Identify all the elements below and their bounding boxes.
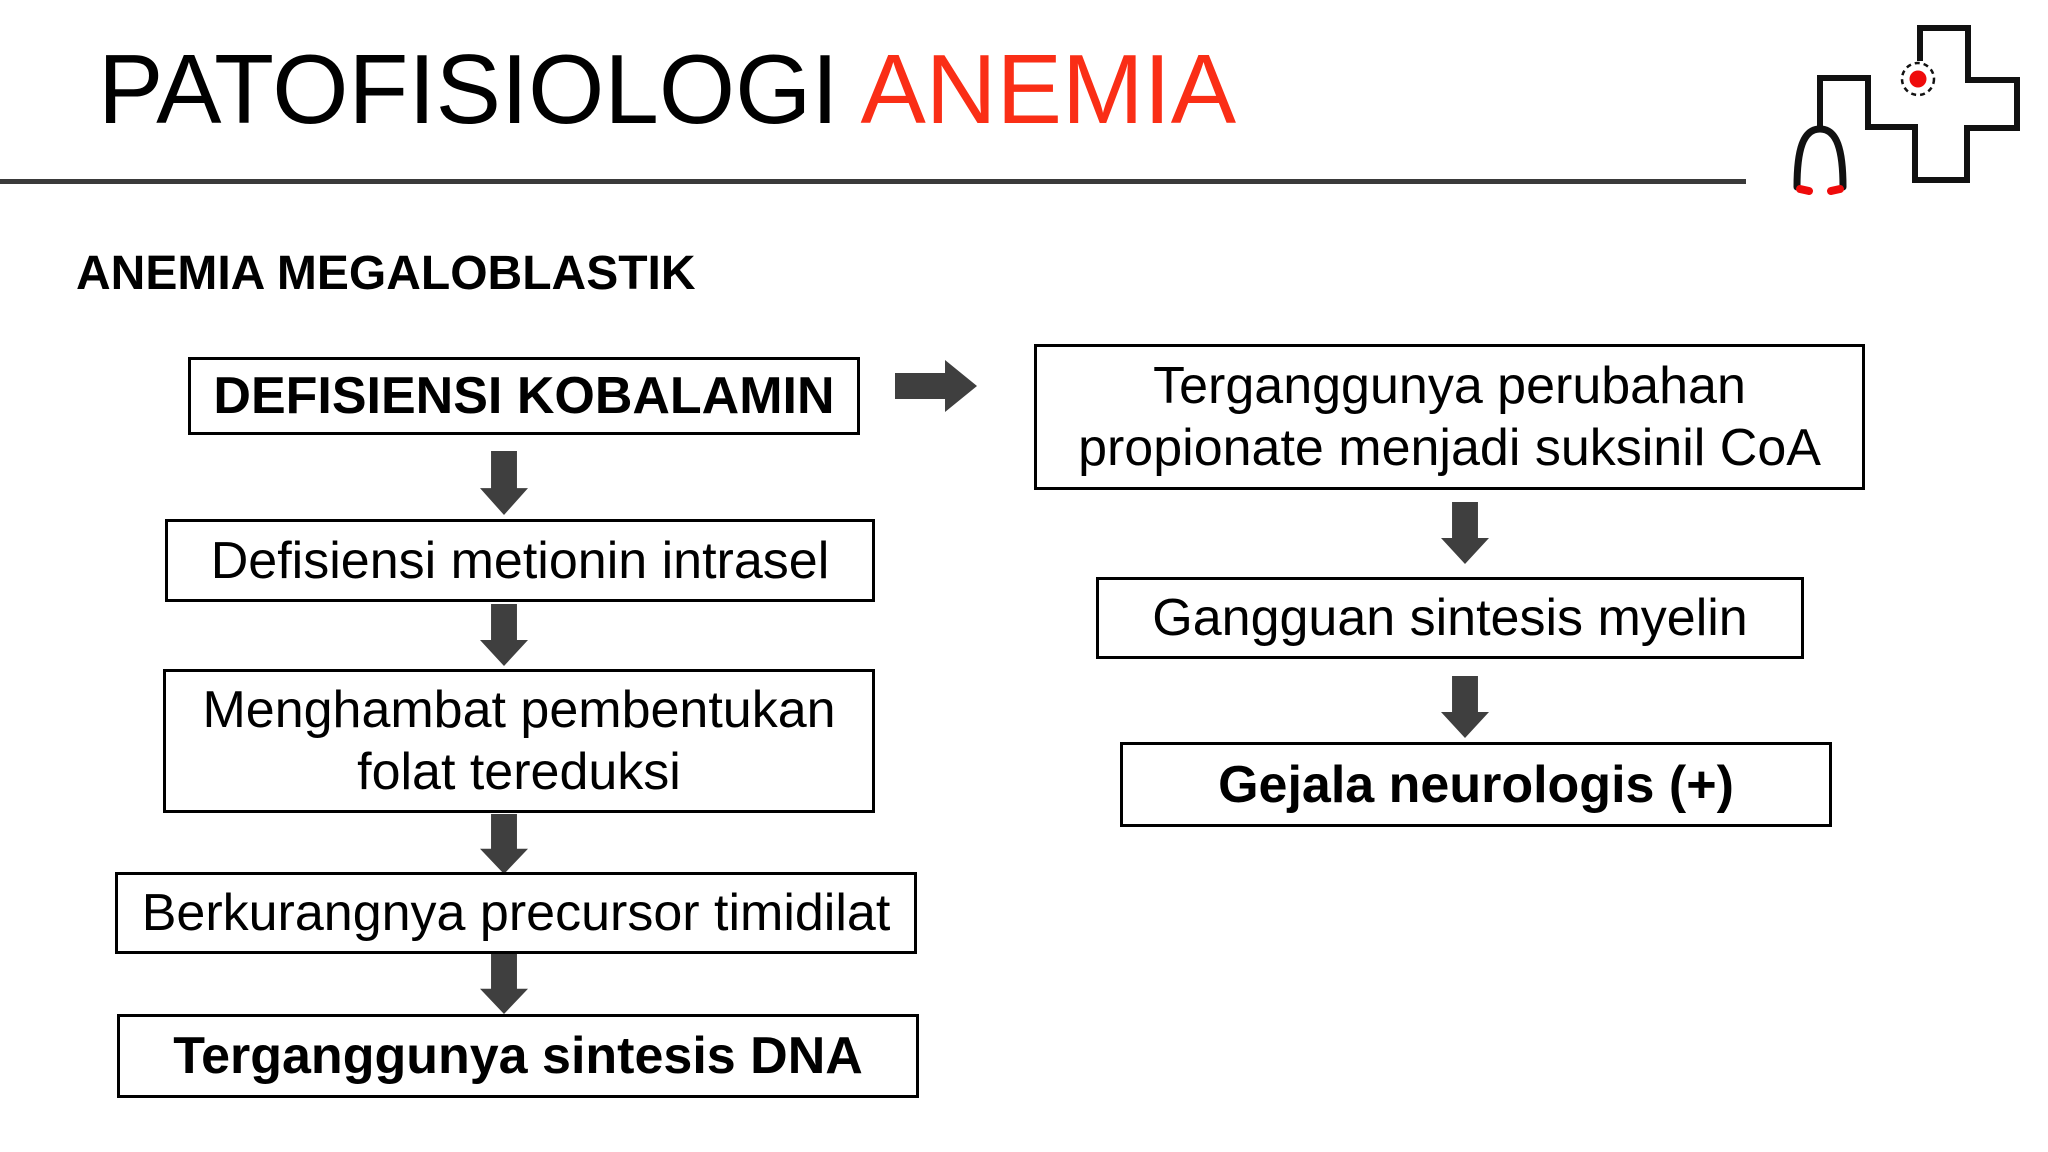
chestpiece-dashed-ring [1900,61,1936,97]
right-arrow-icon [895,360,977,412]
flow-box-label-line2: folat tereduksi [357,743,681,801]
flow-box-terganggunya-sintesis-dna: Terganggunya sintesis DNA [117,1014,919,1098]
flow-box-terganggunya-perubahan-propionate: Terganggunya perubahan propionate menjad… [1034,344,1865,490]
flow-box-label: Berkurangnya precursor timidilat [141,884,891,942]
section-heading: ANEMIA MEGALOBLASTIK [76,247,696,300]
flow-box-defisiensi-kobalamin: DEFISIENSI KOBALAMIN [188,357,860,435]
flow-box-defisiensi-metionin-intrasel: Defisiensi metionin intrasel [165,519,875,602]
down-arrow-icon [480,954,528,1014]
down-arrow-icon [1441,676,1489,738]
flow-box-label: Gejala neurologis (+) [1218,755,1734,814]
flow-box-label: Defisiensi metionin intrasel [210,531,830,590]
flow-box-label-line2: propionate menjadi suksinil CoA [1078,419,1821,477]
medical-cross-stethoscope-icon [1793,25,2020,195]
flow-box-label-line1: Menghambat pembentukan [202,681,836,739]
down-arrow-icon [480,451,528,515]
stethoscope-bell [1793,125,1847,191]
flow-box-gejala-neurologis: Gejala neurologis (+) [1120,742,1832,827]
cross-outline [1817,25,2020,183]
flow-box-label: DEFISIENSI KOBALAMIN [213,367,835,425]
flow-box-label-line1: Terganggunya perubahan [1153,357,1746,415]
title-divider [0,179,1746,184]
page-title-black: PATOFISIOLOGI [98,34,839,144]
flow-box-label: Gangguan sintesis myelin [1152,589,1748,647]
stethoscope-eartip-left [1796,185,1813,195]
flow-box-menghambat-pembentukan-folat: Menghambat pembentukan folat tereduksi [163,669,875,813]
chestpiece-red-dot [1909,70,1927,88]
flow-box-label: Terganggunya sintesis DNA [173,1027,863,1085]
down-arrow-icon [480,814,528,874]
stethoscope-eartip-right [1827,185,1844,195]
down-arrow-icon [1441,502,1489,564]
flow-box-berkurangnya-precursor-timidilat: Berkurangnya precursor timidilat [115,872,917,954]
page-title: PATOFISIOLOGI ANEMIA [98,36,1236,142]
page-title-highlight: ANEMIA [860,34,1237,144]
down-arrow-icon [480,604,528,666]
flow-box-gangguan-sintesis-myelin: Gangguan sintesis myelin [1096,577,1804,659]
